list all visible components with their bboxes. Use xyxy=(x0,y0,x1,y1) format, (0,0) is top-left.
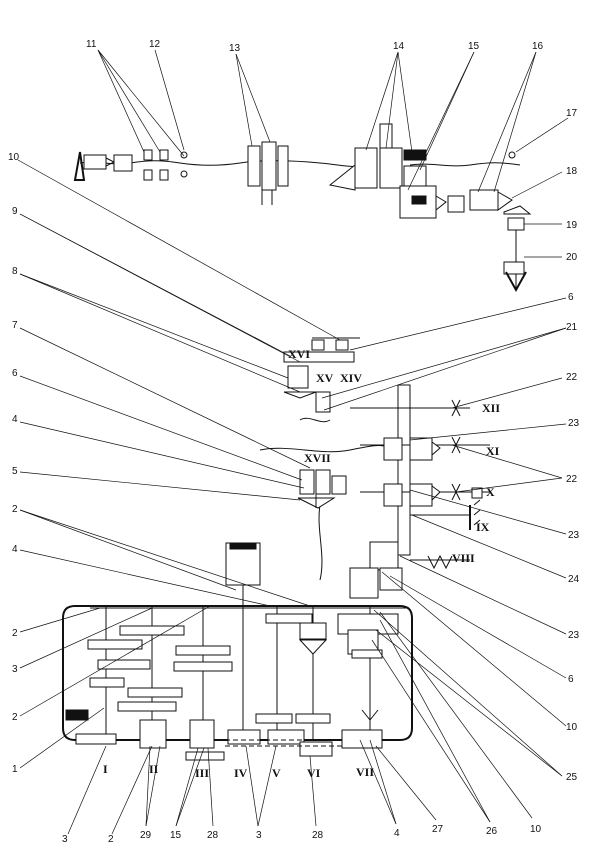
callout-22: 22 xyxy=(566,474,578,485)
callout-6: 6 xyxy=(12,368,18,379)
gearbox-14 xyxy=(328,123,427,197)
callout-19: 19 xyxy=(566,220,578,231)
shaft-label-V: V xyxy=(272,766,281,780)
shaft-label-III: III xyxy=(195,766,209,780)
callout-21: 21 xyxy=(566,322,578,333)
callout-22: 22 xyxy=(566,372,578,383)
callout-6: 6 xyxy=(568,674,574,685)
shaft-label-XV: XV xyxy=(316,371,334,385)
callout-24: 24 xyxy=(568,574,580,585)
shaft-label-VI: VI xyxy=(307,766,321,780)
callout-17: 17 xyxy=(566,108,578,119)
callout-2: 2 xyxy=(108,834,114,845)
callout-7: 7 xyxy=(12,320,18,331)
leader-lines xyxy=(17,49,569,835)
callout-3: 3 xyxy=(256,830,262,841)
headstock xyxy=(62,605,413,761)
callout-13: 13 xyxy=(229,43,241,54)
top-assembly xyxy=(73,123,532,293)
callout-3: 3 xyxy=(12,664,18,675)
callout-28: 28 xyxy=(312,830,324,841)
shaft-label-XIV: XIV xyxy=(340,371,362,385)
callout-29: 29 xyxy=(140,830,152,841)
callout-2: 2 xyxy=(12,628,18,639)
callout-5: 5 xyxy=(12,466,18,477)
callout-14: 14 xyxy=(393,41,405,52)
callout-11: 11 xyxy=(86,39,97,50)
callout-18: 18 xyxy=(566,166,578,177)
right-vertical-shaft xyxy=(349,384,490,599)
shaft-labels: I II III IV V VI VII VIII IX X XI XII XI… xyxy=(103,347,500,780)
callout-27: 27 xyxy=(432,824,444,835)
callout-10: 10 xyxy=(530,824,542,835)
shaft-label-VII: VII xyxy=(356,765,374,779)
callout-labels: 11 12 13 14 15 16 17 18 19 20 10 9 8 6 2… xyxy=(8,39,580,845)
shaft-label-XVII: XVII xyxy=(304,451,331,465)
callout-4: 4 xyxy=(394,828,400,839)
callout-12: 12 xyxy=(149,39,161,50)
callout-23: 23 xyxy=(568,630,580,641)
callout-16: 16 xyxy=(532,41,544,52)
coupling-15 xyxy=(399,185,465,219)
callout-3: 3 xyxy=(62,834,68,845)
callout-10: 10 xyxy=(566,722,578,733)
shaft-label-IV: IV xyxy=(234,766,248,780)
shaft-label-X: X xyxy=(486,485,495,499)
callout-2: 2 xyxy=(12,504,18,515)
callout-1: 1 xyxy=(12,764,18,775)
callout-9: 9 xyxy=(12,206,18,217)
callout-10: 10 xyxy=(8,152,20,163)
middle-assembly xyxy=(259,337,401,581)
callout-28: 28 xyxy=(207,830,219,841)
callout-15: 15 xyxy=(468,41,480,52)
callout-15: 15 xyxy=(170,830,182,841)
callout-23: 23 xyxy=(568,530,580,541)
shaft-label-I: I xyxy=(103,762,108,776)
shaft-label-II: II xyxy=(149,762,159,776)
clutch-13 xyxy=(247,141,289,205)
bearing-group-11 xyxy=(143,149,188,181)
callout-4: 4 xyxy=(12,544,18,555)
callout-20: 20 xyxy=(566,252,578,263)
callout-4: 4 xyxy=(12,414,18,425)
callout-23: 23 xyxy=(568,418,580,429)
motor xyxy=(225,542,261,605)
shaft-label-XI: XI xyxy=(486,444,500,458)
gear-group-16 xyxy=(469,151,532,215)
shaft-label-VIII: VIII xyxy=(452,551,475,565)
callout-8: 8 xyxy=(12,266,18,277)
callout-2: 2 xyxy=(12,712,18,723)
callout-26: 26 xyxy=(486,826,498,837)
shaft-label-IX: IX xyxy=(476,520,490,534)
shaft-label-XVI: XVI xyxy=(288,347,310,361)
callout-25: 25 xyxy=(566,772,578,783)
callout-6: 6 xyxy=(568,292,574,303)
shaft-label-XII: XII xyxy=(482,401,500,415)
